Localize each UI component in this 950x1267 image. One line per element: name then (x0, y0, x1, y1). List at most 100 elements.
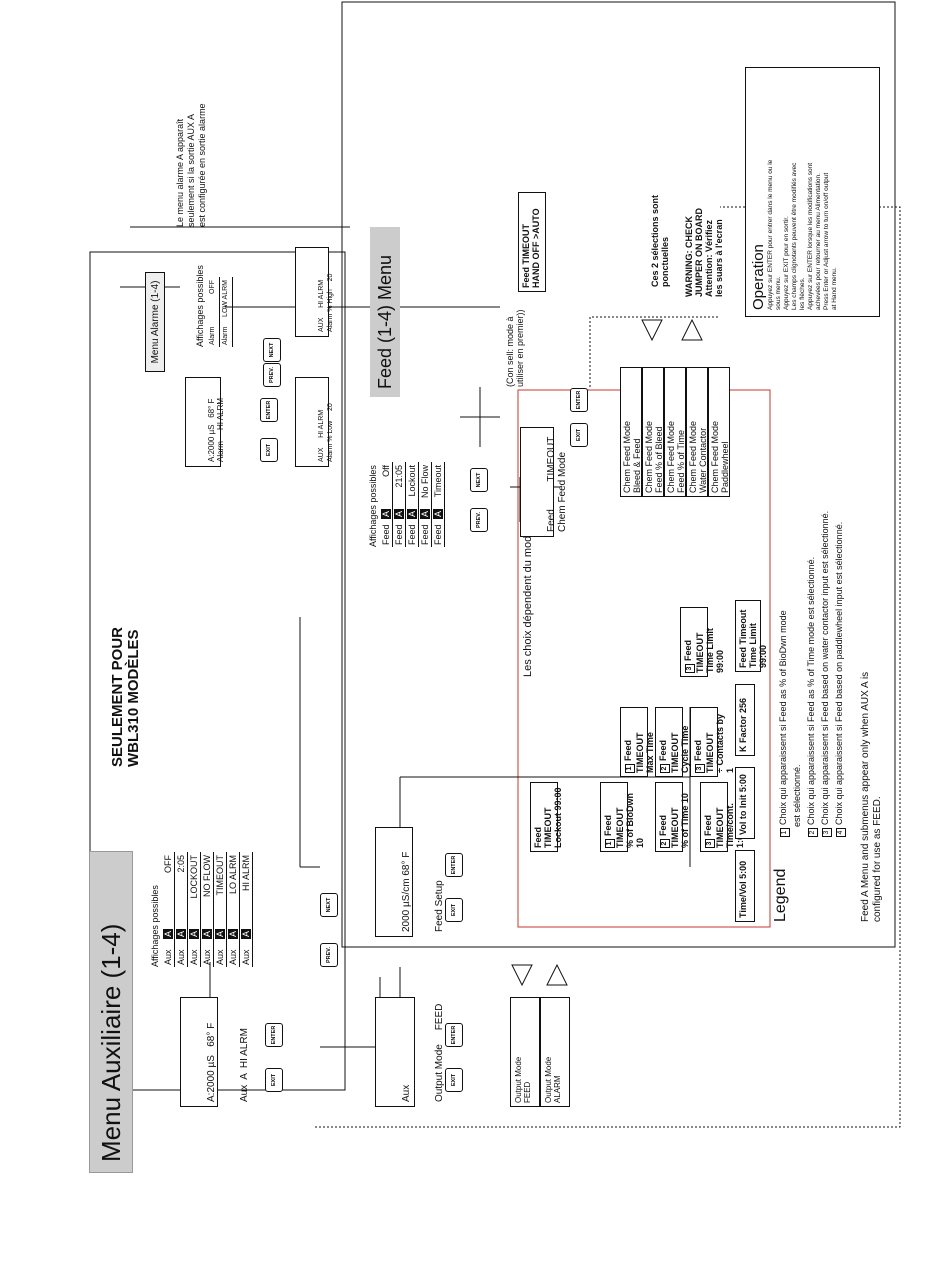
item-value: TIMEOUT (215, 855, 225, 896)
legend-text: Choix qui apparaissent si Feed as % of T… (806, 556, 816, 825)
enter-button[interactable]: ENTER (445, 853, 463, 877)
item-value: Timeout (433, 465, 443, 498)
k-factor-box: K Factor 256 (735, 684, 755, 756)
item-channel: A (433, 508, 443, 519)
exit-button[interactable]: EXIT (265, 1068, 283, 1092)
mode-line: Chem Feed Mode (710, 420, 720, 493)
enter-button[interactable]: ENTER (570, 388, 588, 412)
box-line: 3Feed TIMEOUT (683, 632, 705, 673)
prev-button[interactable]: PREV. (320, 943, 338, 967)
legend-number: 1 (605, 839, 615, 848)
up-arrow-icon[interactable] (510, 963, 534, 987)
aux-possible-label: Affichages possibles (150, 885, 160, 967)
item-label: Alarm (209, 326, 216, 345)
item-prefix: Aux (189, 949, 199, 965)
output-mode-display: Aux Output Mode FEED (375, 997, 445, 1107)
legend-number: 2 (660, 839, 670, 848)
up-arrow-icon[interactable] (640, 318, 664, 342)
enter-button[interactable]: ENTER (445, 1023, 463, 1047)
mode-line: Chem Feed Mode (644, 420, 654, 493)
operation-line: at Hand menu. (831, 267, 838, 310)
next-button[interactable]: NEXT (263, 338, 281, 362)
operation-line: Appuyez sur ENTER lorsque les modificati… (807, 162, 814, 310)
item-prefix: Feed (381, 524, 391, 545)
item-channel: A (381, 508, 391, 519)
prev-button[interactable]: PREV. (470, 508, 488, 532)
item-value: HI ALRM (241, 855, 251, 892)
item-channel: A (215, 928, 225, 939)
item-prefix: Aux (241, 949, 251, 965)
exit-button[interactable]: EXIT (570, 423, 588, 447)
exit-button[interactable]: EXIT (260, 438, 278, 462)
time-vol-box: Time/Vol 5:00 (735, 850, 755, 922)
box-line: 1Feed TIMEOUT (603, 807, 625, 848)
legend-item: 4Choix qui apparaissent si Feed based on… (834, 522, 846, 837)
box-line: 3Feed TIMEOUT (693, 732, 715, 773)
legend-item: 3Choix qui apparaissent si Feed based on… (820, 511, 832, 837)
mode-line: Water Contactor (698, 427, 708, 493)
mode-line: Chem Feed Mode (666, 420, 676, 493)
exit-button[interactable]: EXIT (445, 898, 463, 922)
item-value: Off (381, 465, 391, 477)
legend-number: 3 (695, 764, 705, 773)
item-channel: A (420, 508, 430, 519)
mode-line: Chem Feed Mode (622, 420, 632, 493)
legend-item: 1Choix qui apparaissent si Feed as % of … (778, 610, 790, 837)
legend-item: est sélectionné. (792, 764, 802, 837)
item-value: LOW ALRM (222, 280, 229, 317)
item-value: 21:05 (394, 465, 404, 488)
dosage-option-box: 2Feed TIMEOUT% of Time 10 (655, 782, 690, 852)
item-value: OFF (209, 280, 216, 294)
next-button[interactable]: NEXT (470, 468, 488, 492)
footer-note: Feed A Menu and submenus appear only whe… (860, 671, 883, 922)
item-prefix: Aux (202, 949, 212, 965)
enter-button[interactable]: ENTER (265, 1023, 283, 1047)
legend-text: est sélectionné. (792, 764, 802, 827)
exit-button[interactable]: EXIT (445, 1068, 463, 1092)
prev-button[interactable]: PREV. (263, 363, 281, 387)
next-button[interactable]: NEXT (320, 893, 338, 917)
mode-line: Paddlewheel (720, 441, 730, 493)
operation-line: Appuyez sur ENTER pour entrer dans le me… (767, 159, 774, 310)
operation-line: achevées pour retourner au menu Alimenta… (815, 173, 822, 310)
item-value: 2:05 (176, 855, 186, 873)
item-value: LOCKOUT (189, 855, 199, 899)
model-heading: SEULEMENT POUR WBL310 MODÈLES (109, 626, 142, 767)
legend-number: 1 (625, 764, 635, 773)
vol-to-init-box: Vol to Init 5:00 (735, 767, 755, 839)
down-arrow-icon[interactable] (680, 318, 704, 342)
enter-button[interactable]: ENTER (260, 398, 278, 422)
down-arrow-icon[interactable] (545, 963, 569, 987)
mode-line: Feed % of Bleed (654, 426, 664, 493)
feed-possible-label: Affichages possibles (368, 465, 378, 547)
box-line: Time Limit 99:00 (705, 628, 725, 673)
legend-text: Choix qui apparaissent si Feed as % of B… (778, 610, 788, 825)
legend-number: 2 (660, 764, 670, 773)
item-value: Lockout (407, 465, 417, 497)
item-prefix: Feed (407, 524, 417, 545)
operation-box: Operation Appuyez sur ENTER pour entrer … (745, 67, 880, 317)
mode-line: Feed % of Time (676, 429, 686, 493)
box-line: Time Limit 99:00 (748, 623, 768, 668)
